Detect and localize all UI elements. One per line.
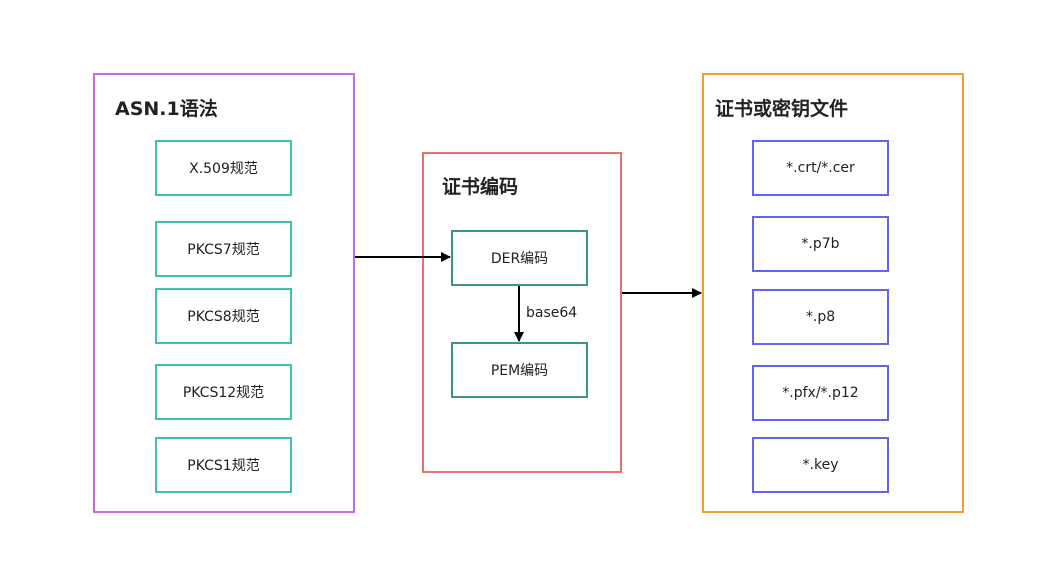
pem-node: PEM编码 <box>451 342 588 398</box>
p7b-node: *.p7b <box>752 216 889 272</box>
asn1-group-title: ASN.1语法 <box>115 98 218 120</box>
der-node: DER编码 <box>451 230 588 286</box>
encoding-group <box>422 152 622 473</box>
pkcs7-node: PKCS7规范 <box>155 221 292 277</box>
key-node: *.key <box>752 437 889 493</box>
base64-edge-label: base64 <box>526 305 578 321</box>
pkcs1-node: PKCS1规范 <box>155 437 292 493</box>
x509-node: X.509规范 <box>155 140 292 196</box>
pkcs12-node: PKCS12规范 <box>155 364 292 420</box>
files-group-title: 证书或密钥文件 <box>715 98 849 120</box>
p8-node: *.p8 <box>752 289 889 345</box>
pkcs8-node: PKCS8规范 <box>155 288 292 344</box>
crt-cer-node: *.crt/*.cer <box>752 140 889 196</box>
pfx-p12-node: *.pfx/*.p12 <box>752 365 889 421</box>
encoding-group-title: 证书编码 <box>442 176 519 198</box>
